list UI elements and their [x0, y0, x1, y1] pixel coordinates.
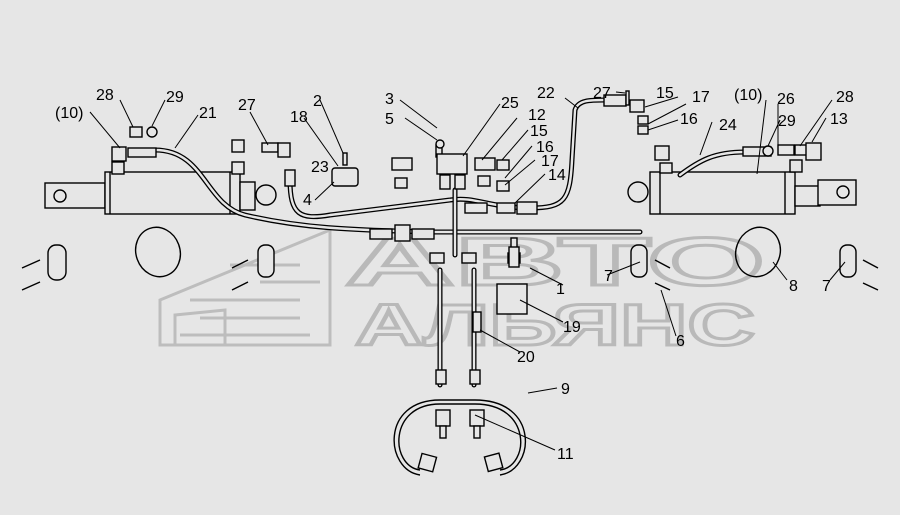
label-24: 24: [719, 117, 737, 134]
label-28b: 28: [836, 89, 854, 106]
hose-loop: [393, 399, 527, 476]
label-26: 26: [777, 91, 795, 108]
label-15b: 15: [656, 85, 674, 102]
label-7b: 7: [822, 278, 831, 295]
right-hydraulic-cylinder: [627, 159, 857, 215]
label-28a: 28: [96, 87, 114, 104]
label-3: 3: [385, 91, 394, 108]
label-16b: 16: [680, 111, 698, 128]
label-20: 20: [517, 349, 535, 366]
label-11: 11: [557, 446, 574, 463]
label-29a: 29: [166, 89, 184, 106]
label-25: 25: [501, 95, 519, 112]
label-22: 22: [537, 85, 555, 102]
pins-and-clamps: [21, 226, 879, 291]
label-29b: 29: [778, 113, 796, 130]
label-5: 5: [385, 111, 394, 128]
label-16a: 16: [536, 139, 554, 156]
label-27b: 27: [593, 85, 611, 102]
label-15a: 15: [530, 123, 548, 140]
label-21: 21: [199, 105, 217, 122]
fittings: [111, 90, 822, 439]
label-14: 14: [548, 167, 566, 184]
label-17a: 17: [541, 153, 559, 170]
label-6: 6: [676, 333, 685, 350]
label-17b: 17: [692, 89, 710, 106]
label-2: 2: [313, 93, 322, 110]
label-13: 13: [830, 111, 848, 128]
left-hydraulic-cylinder: [44, 161, 277, 215]
callout-labels: 1 2 3 4 5 6 7 7 7 8 9 (10) (10) 11 12 13…: [55, 85, 854, 463]
label-27a: 27: [238, 97, 256, 114]
label-10b: (10): [734, 87, 762, 104]
label-1: 1: [556, 281, 565, 298]
watermark-line2: АЛЬЯНС: [355, 293, 755, 358]
watermark-logo: АВТО АЛЬЯНС: [158, 223, 767, 360]
label-4: 4: [303, 192, 312, 209]
label-9: 9: [561, 381, 570, 398]
label-12: 12: [528, 107, 546, 124]
watermark-emblem: [158, 227, 332, 347]
label-10a: (10): [55, 105, 83, 122]
label-7a: 7: [604, 268, 613, 285]
label-23: 23: [311, 159, 329, 176]
label-18: 18: [290, 109, 308, 126]
leader-lines: [89, 91, 846, 451]
label-19: 19: [563, 319, 581, 336]
label-8: 8: [789, 278, 798, 295]
